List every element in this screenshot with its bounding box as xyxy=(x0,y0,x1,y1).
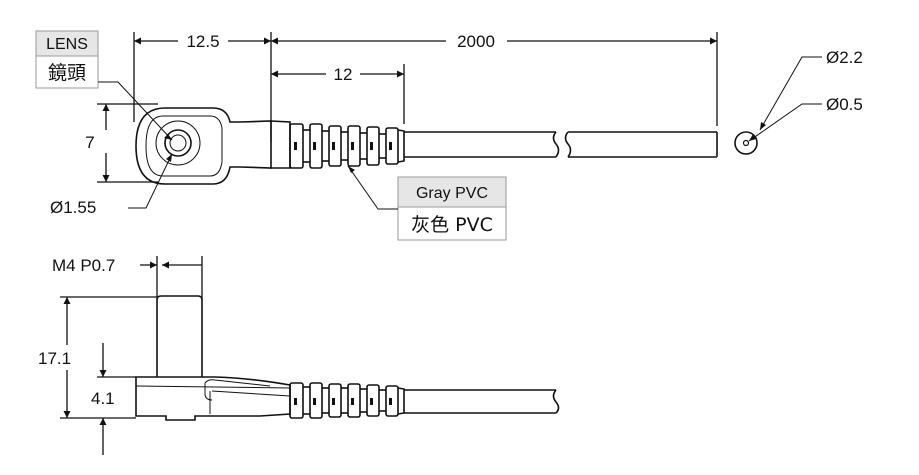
core-diameter-leader xyxy=(748,103,822,142)
dim-core-diameter: Ø0.5 xyxy=(826,95,863,114)
body-notch-lower xyxy=(204,383,213,401)
dim-head-length: 12.5 xyxy=(186,32,219,51)
dim-cable-length: 2000 xyxy=(457,32,495,51)
threaded-stud xyxy=(156,295,203,377)
lens-diameter-arrow xyxy=(166,154,172,162)
core-diameter-arrow xyxy=(749,134,756,141)
lens-label-zh: 鏡頭 xyxy=(48,62,86,84)
side-view: M4 P0.7 17.1 4.1 xyxy=(38,256,560,455)
cable-cross-section: Ø2.2 Ø0.5 xyxy=(734,48,863,155)
jacket-label-zh: 灰色 PVC xyxy=(411,214,493,236)
sensor-head-top xyxy=(135,107,272,185)
cable-diameter-leader xyxy=(759,56,822,131)
body-side-line xyxy=(135,385,291,389)
jacket-leader xyxy=(347,165,398,210)
lens-label-en: LENS xyxy=(46,36,88,53)
dim-total-height: 17.1 xyxy=(38,349,71,368)
jacket-label: Gray PVC 灰色 PVC xyxy=(397,176,507,241)
cable-diameter-arrow xyxy=(760,122,766,130)
lens-label: LENS 鏡頭 xyxy=(35,30,99,89)
body-notch xyxy=(204,379,271,387)
cable-outer-circle xyxy=(734,131,758,155)
dim-thread: M4 P0.7 xyxy=(52,256,115,275)
lens-leader xyxy=(98,81,173,141)
lens-ring xyxy=(164,129,192,157)
cable-side xyxy=(404,389,560,414)
top-view: LENS 鏡頭 12.5 2000 12 7 xyxy=(35,30,863,241)
dim-cable-diameter: Ø2.2 xyxy=(826,48,863,67)
lens-ring-outer xyxy=(155,120,201,166)
dim-lens-diameter: Ø1.55 xyxy=(50,198,96,217)
lens-diameter-leader xyxy=(128,153,173,209)
cable-core-circle xyxy=(742,139,750,147)
jacket-leader-arrow xyxy=(348,166,355,173)
sensor-body-side xyxy=(135,376,291,421)
head-inner-outline xyxy=(145,115,223,177)
lens-core xyxy=(169,134,187,152)
dim-sleeve-length: 12 xyxy=(334,65,353,84)
body-bevel xyxy=(211,390,291,397)
dim-head-height: 7 xyxy=(85,133,94,152)
sleeve-top xyxy=(270,120,405,169)
dim-body-height: 4.1 xyxy=(91,389,115,408)
sleeve-side xyxy=(289,382,405,419)
cable-top xyxy=(404,131,718,158)
jacket-label-en: Gray PVC xyxy=(416,185,488,202)
